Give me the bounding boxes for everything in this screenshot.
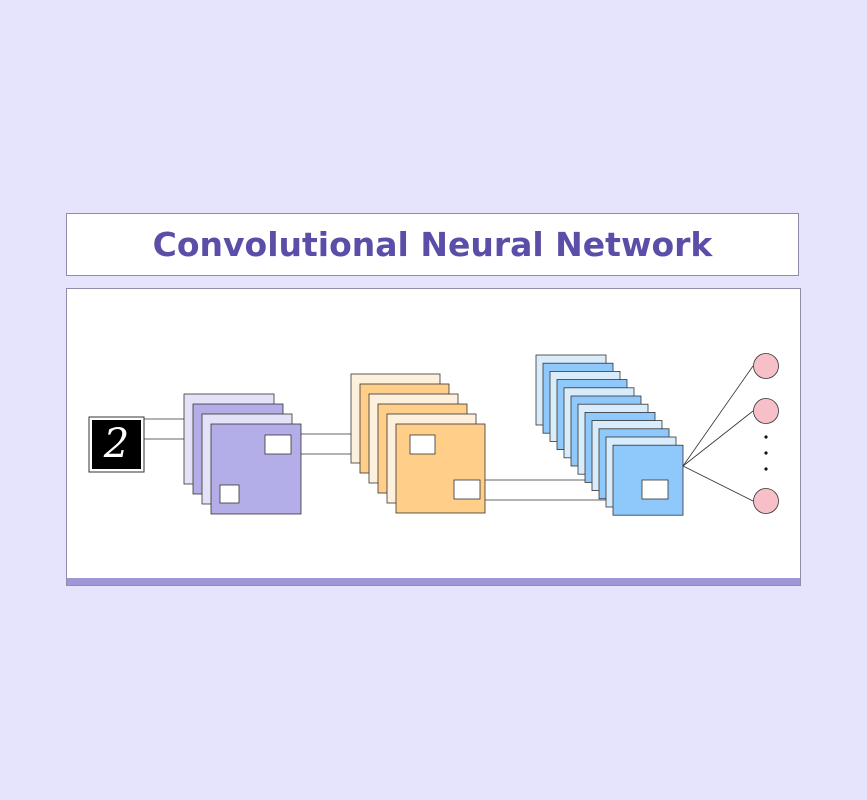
accent-bar — [67, 578, 800, 585]
output-layer — [682, 353, 779, 514]
receptive-field — [264, 434, 292, 455]
receptive-field — [453, 479, 481, 500]
conv3-feature-maps — [535, 354, 684, 516]
input-pixels — [92, 420, 141, 469]
output-node — [753, 353, 779, 379]
ellipsis-dot — [764, 467, 768, 471]
receptive-field — [409, 434, 436, 455]
fc-connection — [682, 465, 754, 502]
input-digit: 2 — [103, 421, 129, 467]
fc-connection — [682, 410, 754, 467]
receptive-field — [219, 484, 240, 504]
fc-connection — [682, 365, 754, 467]
title-box: Convolutional Neural Network — [66, 213, 799, 276]
diagram-title: Convolutional Neural Network — [152, 225, 713, 264]
receptive-field — [641, 479, 669, 500]
receptive-fields — [219, 434, 669, 504]
input-image: 2 — [88, 416, 145, 473]
conv2-map — [395, 423, 486, 514]
cnn-diagram: 2 — [88, 353, 779, 516]
diagram-panel: 2 — [66, 288, 801, 586]
ellipsis-dot — [764, 451, 768, 455]
ellipsis-dot — [764, 435, 768, 439]
output-node — [753, 398, 779, 424]
output-node — [753, 488, 779, 514]
